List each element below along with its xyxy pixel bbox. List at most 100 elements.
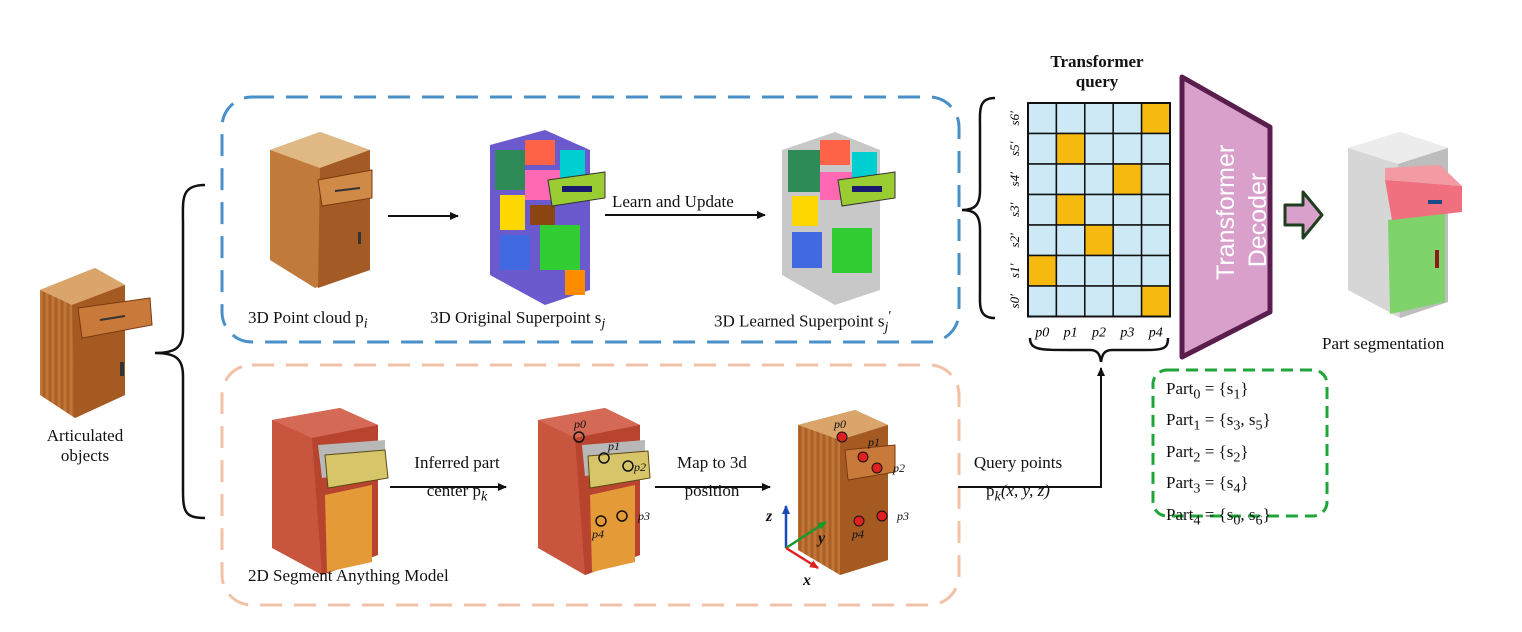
- matrix-cell: [1140, 254, 1171, 287]
- part-entry: Part1 = {s3, s5}: [1166, 410, 1271, 434]
- matrix-title-line1: Transformer: [1050, 52, 1144, 71]
- matrix-cell: [1027, 224, 1058, 257]
- matrix-cell: [1140, 285, 1171, 318]
- part-segmentation-label: Part segmentation: [1322, 334, 1445, 353]
- matrix-cell: [1084, 254, 1114, 287]
- matrix-cell: [1027, 254, 1058, 287]
- matrix-cell: [1055, 193, 1086, 226]
- articulated-label-line2: objects: [60, 445, 110, 465]
- matrix-title-line2: query: [1075, 71, 1119, 91]
- p3-2d-label: p3: [638, 509, 650, 523]
- articulated-object-image: [40, 268, 153, 418]
- p0-3d-label: p0: [834, 417, 846, 431]
- matrix-cell: [1112, 224, 1143, 257]
- p0-2d-label: p0: [574, 417, 586, 431]
- matrix-cell: [1112, 193, 1143, 226]
- query-points-arrow: [958, 367, 1105, 488]
- learned-superpoint-label: 3D Learned Superpoint sj′: [714, 308, 892, 336]
- part-entry: Part3 = {s4}: [1166, 473, 1249, 497]
- p2-3d-label: p2: [893, 461, 905, 475]
- matrix-cell: [1055, 224, 1086, 257]
- axis-y-arrow: [785, 520, 827, 550]
- p4-3d-label: p4: [852, 527, 864, 541]
- matrix-cell: [1140, 102, 1171, 135]
- matrix-cell: [1112, 132, 1143, 165]
- p3-3d-label: p3: [897, 509, 909, 523]
- map-line2: position: [684, 480, 740, 500]
- matrix-col-label: p3: [1119, 326, 1134, 341]
- articulated-label-line1: Articulated: [46, 426, 124, 445]
- inferred-line1: Inferred part: [414, 453, 500, 472]
- matrix-cell: [1027, 163, 1058, 196]
- matrix-col-label: p4: [1148, 326, 1163, 341]
- part-entry: Part4 = {s0, s6}: [1166, 504, 1271, 528]
- matrix-row-label: s0′: [1007, 294, 1022, 309]
- matrix-cell: [1055, 132, 1086, 165]
- matrix-cell: [1084, 193, 1114, 226]
- left-brace: [154, 183, 206, 520]
- matrix-cell: [1140, 224, 1171, 257]
- p1-2d-label: p1: [608, 439, 620, 453]
- matrix-cell: [1112, 102, 1143, 135]
- matrix-row-label: s3′: [1007, 202, 1022, 217]
- axis-z-label: z: [766, 508, 773, 525]
- matrix-col-label: p0: [1034, 326, 1049, 341]
- parts-box: [1151, 368, 1329, 518]
- matrix-col-label: p1: [1063, 326, 1078, 341]
- matrix-cell: [1112, 163, 1143, 196]
- part-entry: Part2 = {s2}: [1166, 441, 1249, 466]
- axis-x-label: x: [803, 572, 811, 589]
- inferred-center-label: Inferred part center pk: [398, 453, 516, 504]
- decoder-line2: Decoder: [1244, 172, 1272, 268]
- matrix-brace: [961, 96, 996, 320]
- inferred-line2: center pk: [426, 480, 488, 504]
- matrix-row-label: s5′: [1007, 141, 1022, 156]
- learned-superpoint-image: [782, 132, 896, 305]
- decoder-label: Transformer Decoder: [1210, 144, 1274, 280]
- point-cloud-label: 3D Point cloud pi: [248, 308, 368, 332]
- matrix-cell: [1140, 193, 1171, 226]
- sam-label: 2D Segment Anything Model: [248, 566, 449, 585]
- bottom-brace: [1028, 337, 1170, 363]
- matrix-cell: [1084, 163, 1114, 196]
- matrix-row-label: s1′: [1007, 263, 1022, 278]
- axis-x-arrow: [785, 546, 819, 570]
- matrix-row-label: s6′: [1007, 111, 1022, 126]
- matrix-cell: [1027, 132, 1058, 165]
- query-points-label: Query points pk(x, y, z): [958, 453, 1078, 504]
- map-3d-label: Map to 3d position: [662, 453, 762, 500]
- matrix-border: [1027, 102, 1171, 318]
- transformer-decoder-block: [1179, 74, 1273, 360]
- matrix-cell: [1055, 285, 1086, 318]
- learn-update-label: Learn and Update: [612, 192, 734, 211]
- original-superpoint-label: 3D Original Superpoint sj: [430, 308, 606, 332]
- p4-2d-label: p4: [592, 527, 604, 541]
- matrix-cell: [1055, 254, 1086, 287]
- output-arrow: [1283, 190, 1324, 240]
- decoder-line1: Transformer: [1212, 144, 1240, 280]
- map-line1: Map to 3d: [677, 453, 747, 472]
- matrix-cell: [1140, 163, 1171, 196]
- sam-points-image: [538, 408, 651, 575]
- query-line1: Query points: [973, 453, 1063, 472]
- superpoint-branch-box: [220, 95, 961, 344]
- parts-list: Part0 = {s1} Part1 = {s3, s5} Part2 = {s2}…: [1166, 376, 1271, 533]
- matrix-cell: [1084, 285, 1114, 318]
- matrix-cell: [1140, 132, 1171, 165]
- part-entry: Part0 = {s1}: [1166, 379, 1249, 403]
- matrix-cell: [1055, 163, 1086, 196]
- matrix-row-label: s2′: [1007, 233, 1022, 248]
- matrix-cell: [1084, 102, 1114, 135]
- matrix-cell: [1027, 285, 1058, 318]
- p1-3d-label: p1: [868, 435, 880, 449]
- matrix-col-label: p2: [1091, 326, 1106, 341]
- sam-cabinet-image: [272, 408, 389, 575]
- query-line2: pk(x, y, z): [986, 480, 1050, 504]
- part-segmentation-image: [1348, 132, 1462, 318]
- point-cloud-image: [270, 132, 373, 288]
- matrix-cell: [1027, 193, 1058, 226]
- articulated-objects-label: Articulated objects: [30, 426, 140, 465]
- matrix-cell: [1112, 285, 1143, 318]
